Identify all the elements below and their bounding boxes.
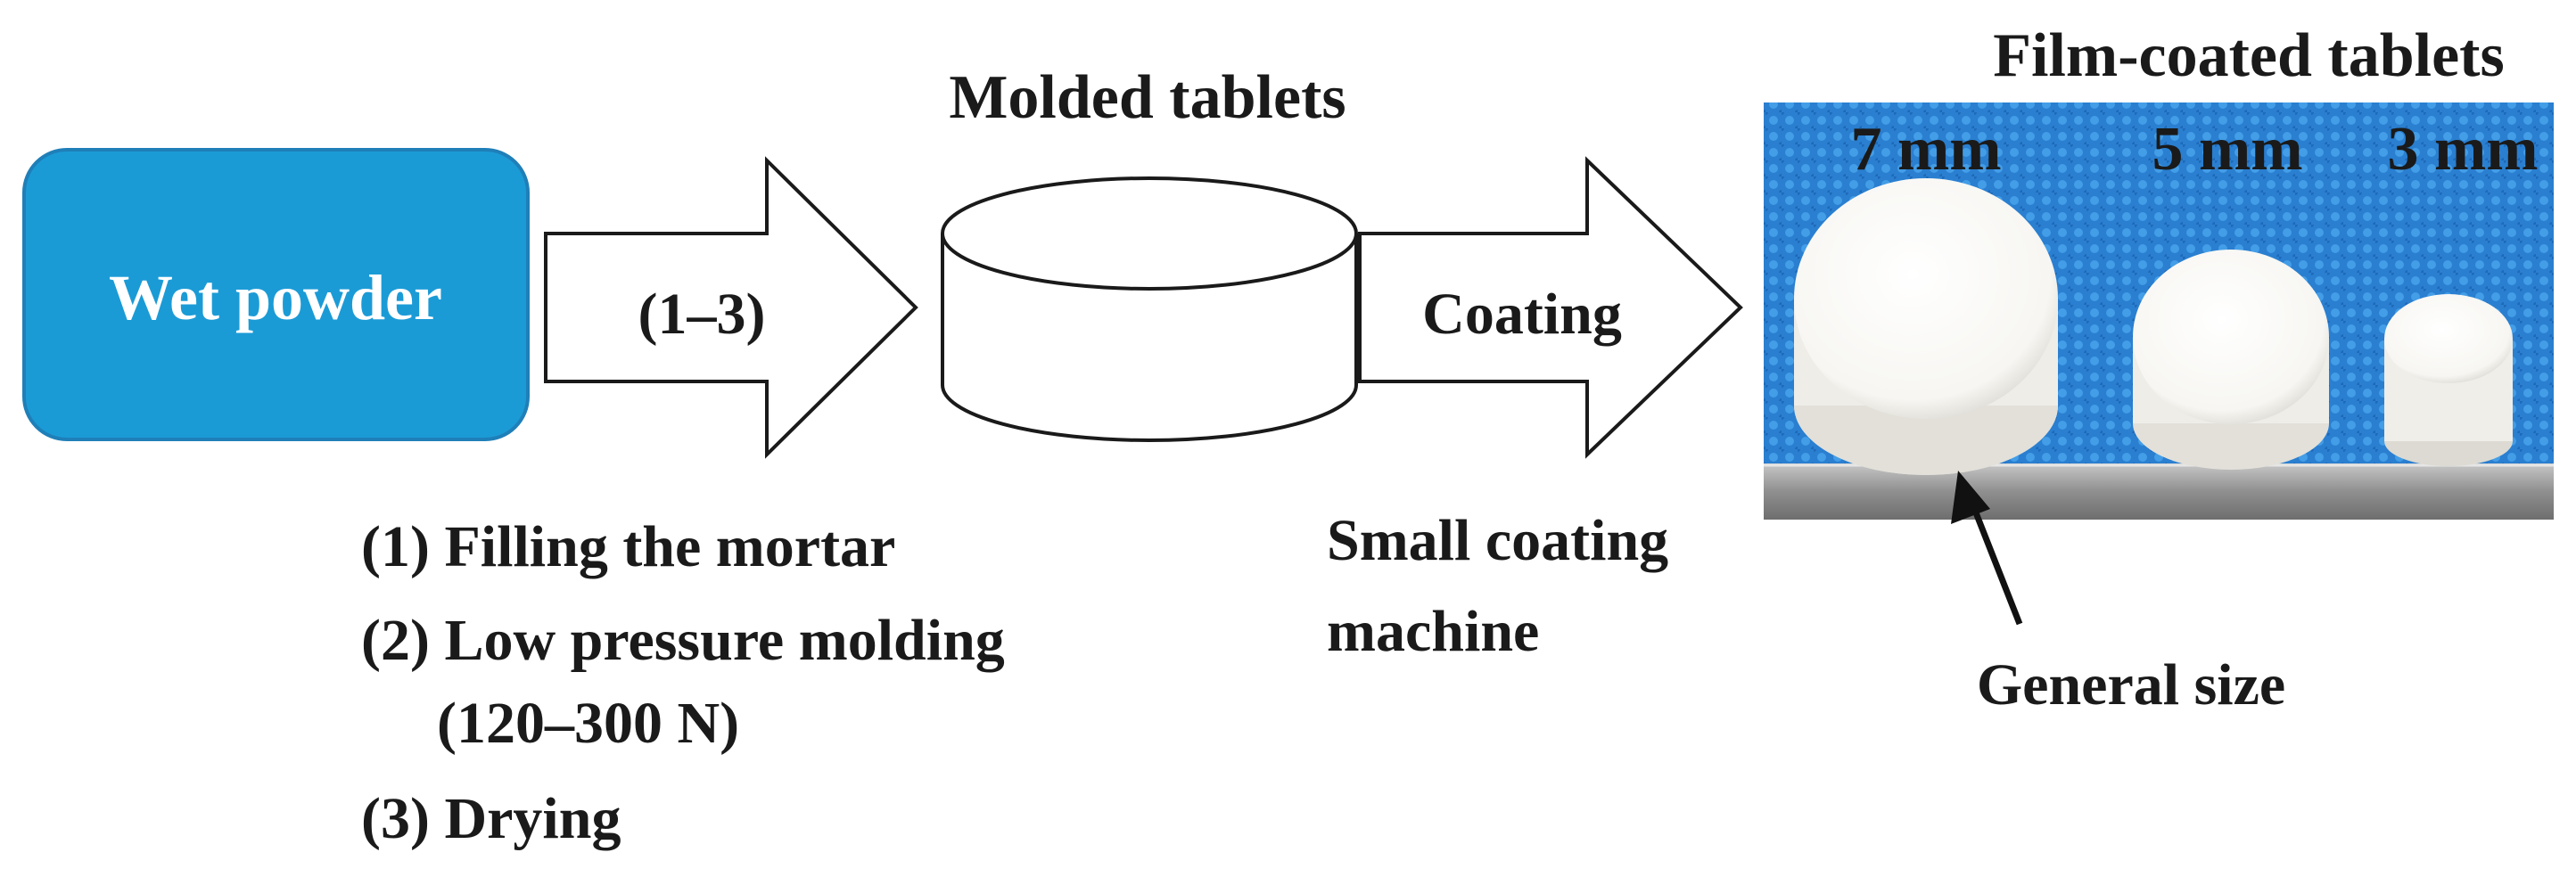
coating-machine-note: Small coating machine bbox=[1327, 508, 1668, 664]
general-size-pointer bbox=[1951, 471, 2023, 626]
step-2-text: (2) Low pressure molding bbox=[361, 608, 1005, 673]
process-steps-list: (1) Filling the mortar (2) Low pressure … bbox=[361, 514, 1005, 851]
process-steps-label: (1–3) bbox=[638, 282, 766, 347]
size-label-7mm: 7 mm bbox=[1850, 115, 2001, 184]
tablet-5mm bbox=[2133, 250, 2329, 470]
step-2-detail: (120–300 N) bbox=[437, 691, 739, 756]
film-coated-tablets-title: Film-coated tablets bbox=[1993, 21, 2504, 90]
tablet-7mm bbox=[1794, 178, 2058, 475]
wet-powder-label: Wet powder bbox=[109, 262, 442, 333]
general-size-label: General size bbox=[1977, 652, 2285, 717]
step-1-text: (1) Filling the mortar bbox=[361, 514, 895, 579]
process-arrow-1: (1–3) bbox=[544, 156, 918, 459]
ruler-plate bbox=[1764, 463, 2554, 520]
coating-machine-line-2: machine bbox=[1327, 599, 1539, 664]
step-3-text: (3) Drying bbox=[361, 786, 621, 851]
wet-powder-box: Wet powder bbox=[22, 148, 530, 441]
coating-arrow: Coating bbox=[1358, 156, 1743, 459]
molded-tablets-title: Molded tablets bbox=[949, 63, 1346, 132]
size-label-3mm: 3 mm bbox=[2387, 115, 2538, 184]
tablet-3mm bbox=[2384, 294, 2513, 466]
coating-label: Coating bbox=[1422, 282, 1622, 347]
size-label-5mm: 5 mm bbox=[2152, 115, 2302, 184]
coating-machine-line-1: Small coating bbox=[1327, 508, 1668, 573]
tablets-photo: 7 mm 5 mm 3 mm bbox=[1764, 102, 2554, 520]
molded-tablet-cylinder bbox=[941, 176, 1358, 442]
